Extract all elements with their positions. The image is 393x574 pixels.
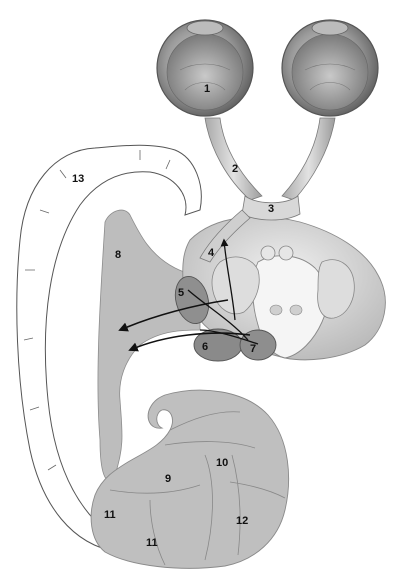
right-eye: [282, 20, 378, 116]
label-4: 4: [208, 247, 215, 259]
label-7: 7: [250, 343, 256, 355]
label-6: 6: [202, 341, 208, 353]
optic-nerve-right: [282, 118, 335, 200]
label-11b: 11: [146, 537, 158, 549]
label-5: 5: [178, 287, 184, 299]
left-eye: [157, 20, 253, 116]
optic-nerve-left: [205, 118, 262, 200]
aqueduct-right: [290, 305, 302, 315]
label-13: 13: [72, 173, 84, 185]
label-9: 9: [165, 473, 171, 485]
aqueduct-left: [270, 305, 282, 315]
label-11a: 11: [104, 509, 116, 521]
label-2: 2: [232, 163, 238, 175]
label-3: 3: [268, 203, 274, 215]
mammillary-left: [261, 246, 275, 260]
label-12: 12: [236, 515, 248, 527]
label-10: 10: [216, 457, 228, 469]
label-1: 1: [204, 83, 210, 95]
label-8: 8: [115, 249, 121, 261]
mammillary-right: [279, 246, 293, 260]
